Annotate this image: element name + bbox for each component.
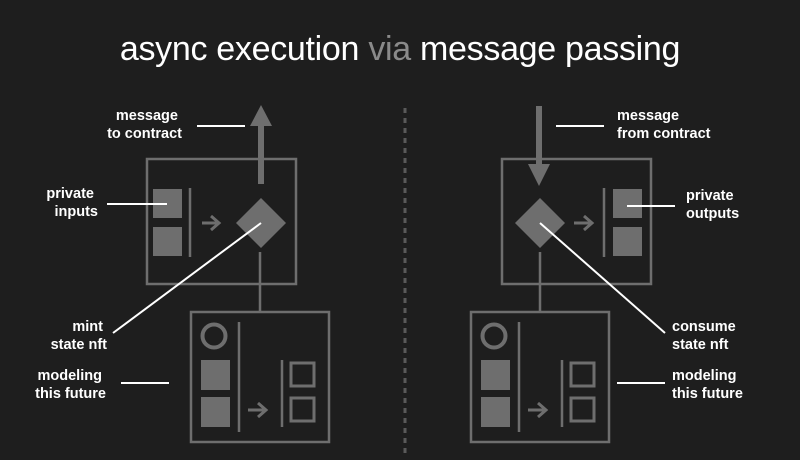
left-state-label: mint state nft <box>51 319 108 353</box>
left-state-pointer <box>112 222 262 334</box>
left-future-square-1 <box>201 360 230 390</box>
right-future-out-square-2 <box>569 396 596 423</box>
right-state-label: consume state nft <box>672 319 740 353</box>
slide-title: async execution via message passing <box>0 30 800 69</box>
left-future-arrow-icon <box>248 401 269 419</box>
left-future-circle <box>200 322 228 350</box>
left-inner-arrow-icon <box>202 214 222 232</box>
left-future-label: modeling this future <box>35 368 106 402</box>
title-part-2: message passing <box>410 30 681 68</box>
right-future-square-2 <box>481 397 510 427</box>
left-inputs-label: private inputs <box>46 186 98 220</box>
right-down-arrow-head <box>528 164 550 186</box>
right-outputs-label: private outputs <box>686 188 739 222</box>
left-future-box <box>189 310 331 444</box>
left-future-square-2 <box>201 397 230 427</box>
right-contract-box <box>500 157 653 286</box>
title-highlight: via <box>368 30 411 68</box>
left-future-out-square-1 <box>289 361 316 388</box>
right-output-square-1 <box>613 189 642 218</box>
right-future-out-square-1 <box>569 361 596 388</box>
right-panel: message from contract private outputs co… <box>469 106 743 444</box>
right-future-arrow-icon <box>528 401 549 419</box>
right-message-label: message from contract <box>617 108 711 142</box>
right-future-circle <box>480 322 508 350</box>
left-message-label: message to contract <box>107 108 182 142</box>
left-future-out-square-2 <box>289 396 316 423</box>
left-up-arrow-head <box>250 105 272 126</box>
right-future-label: modeling this future <box>672 368 743 402</box>
right-future-box <box>469 310 611 444</box>
left-panel: message to contract private inputs mint … <box>35 105 331 444</box>
right-future-square-1 <box>481 360 510 390</box>
right-output-square-2 <box>613 227 642 256</box>
title-part-1: async execution <box>119 30 369 68</box>
left-contract-box <box>145 157 298 286</box>
left-input-square-2 <box>153 227 182 256</box>
right-inner-arrow-icon <box>574 214 595 232</box>
right-state-pointer <box>539 222 666 334</box>
